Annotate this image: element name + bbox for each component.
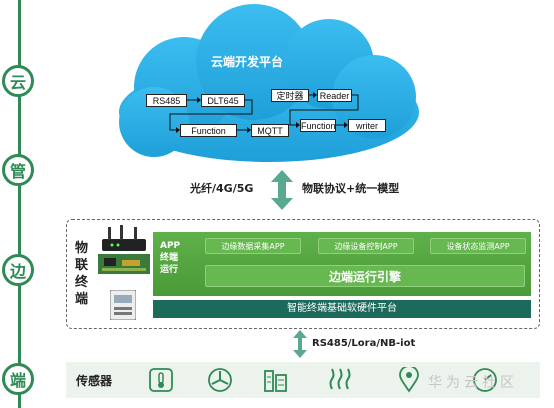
edge-frame [66,219,540,329]
cloud-shape [119,4,419,162]
app-chip-status-monitor: 设备状态监测APP [430,238,526,254]
node-function-left: Function [180,124,237,137]
layer-edge-circle: 边 [2,254,34,286]
node-dlt645: DLT645 [201,94,245,107]
node-timer: 定时器 [271,89,309,102]
layer-end-circle: 端 [2,363,34,395]
location-pin-icon [399,367,419,393]
app-chip-data-collection: 边缘数据采集APP [205,238,301,254]
node-mqtt: MQTT [251,124,289,137]
bus-protocol-label: RS485/Lora/NB-iot [312,338,416,349]
sensor-label: 传感器 [76,374,113,388]
layer-cloud-circle: 云 [2,65,34,97]
heat-wave-icon [329,368,351,390]
cloud-title: 云端开发平台 [210,55,283,69]
sensor-bar [66,362,540,398]
node-rs485: RS485 [146,94,187,107]
terminal-label: 物联终端 [75,241,89,307]
pipe-protocol-label: 物联协议+统一模型 [302,182,400,195]
app-runtime-label: APP 终端 运行 [160,241,181,275]
app-chip-device-control: 边缘设备控制APP [318,238,414,254]
node-reader: Reader [317,89,352,102]
meter-device-icon [110,290,136,320]
layer-spine [18,0,21,408]
gauge-icon [473,368,497,392]
watermark-text: 华为云社区 [428,375,518,391]
thermometer-icon [149,368,173,392]
router-device-icon [102,225,146,251]
hardware-platform-bar: 智能终端基础软硬件平台 [153,300,531,318]
double-arrow-icon [271,170,293,210]
vertical-arrow-icon [293,330,307,358]
pipe-network-label: 光纤/4G/5G [190,182,254,195]
node-function-right: Function [300,119,336,132]
node-writer: writer [348,119,386,132]
layer-pipe-circle: 管 [2,154,34,186]
building-icon [264,370,287,392]
circuit-board-icon [98,254,150,274]
fan-icon [208,368,232,392]
edge-engine-bar: 边端运行引擎 [205,265,525,287]
